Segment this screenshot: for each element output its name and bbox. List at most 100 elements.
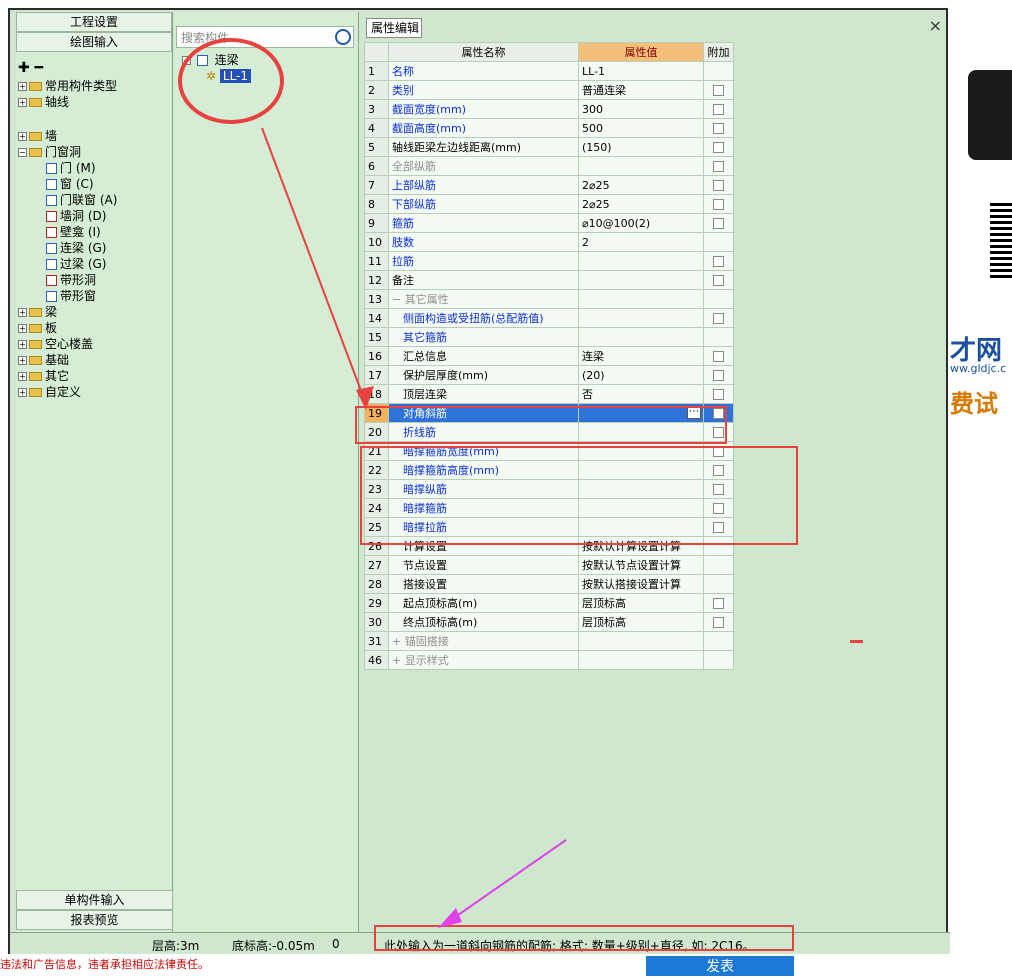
property-value[interactable] [578,156,704,176]
tree-node[interactable]: +其它 [16,368,173,384]
extra-checkbox[interactable] [713,142,724,153]
property-value[interactable]: (150) [578,137,704,157]
tree-node[interactable]: +墙 [16,128,173,144]
property-value[interactable] [578,251,704,271]
property-value[interactable]: 普通连梁 [578,80,704,100]
report-preview-button[interactable]: 报表预览 [16,910,173,930]
tree-node[interactable]: 连梁 (G) [16,240,173,256]
expand-icon[interactable]: + [18,340,27,349]
tree-node[interactable]: +基础 [16,352,173,368]
extra-checkbox[interactable] [713,104,724,115]
tree-node[interactable]: +板 [16,320,173,336]
tree-node[interactable]: 带形洞 [16,272,173,288]
property-value[interactable] [578,308,704,328]
tree-node[interactable]: 墙洞 (D) [16,208,173,224]
property-value[interactable]: 500 [578,118,704,138]
property-value[interactable]: ⋯ [578,403,704,423]
tree-node[interactable]: 带形窗 [16,288,173,304]
property-value[interactable] [578,460,704,480]
extra-checkbox[interactable] [713,218,724,229]
close-icon[interactable]: × [928,16,942,35]
search-icon[interactable] [335,29,351,45]
property-row[interactable]: 31+ 锚固搭接 [364,631,734,651]
expand-icon[interactable]: + [18,82,27,91]
property-value[interactable]: LL-1 [578,61,704,81]
expand-collapse-icon[interactable]: ✚ ━ [18,60,44,76]
tree-node[interactable]: 门联窗 (A) [16,192,173,208]
property-value[interactable]: ⌀10@100(2) [578,213,704,233]
extra-checkbox[interactable] [713,256,724,267]
extra-checkbox[interactable] [713,389,724,400]
property-row[interactable]: 46+ 显示样式 [364,650,734,670]
property-row[interactable]: 13− 其它属性 [364,289,734,309]
extra-checkbox[interactable] [713,180,724,191]
publish-button[interactable]: 发表 [646,956,794,976]
tree-node[interactable]: +空心楼盖 [16,336,173,352]
property-value[interactable]: 2⌀25 [578,194,704,214]
tree-node[interactable]: +梁 [16,304,173,320]
single-component-input-button[interactable]: 单构件输入 [16,890,173,910]
extra-checkbox[interactable] [713,503,724,514]
extra-checkbox[interactable] [713,617,724,628]
project-settings-button[interactable]: 工程设置 [16,12,172,32]
collapse-icon[interactable]: − [18,148,27,157]
extra-checkbox[interactable] [713,313,724,324]
expand-icon[interactable]: + [18,132,27,141]
tab-property-edit[interactable]: 属性编辑 [366,18,422,38]
property-value[interactable]: 2⌀25 [578,175,704,195]
property-value[interactable] [578,517,704,537]
expand-icon[interactable]: + [18,98,27,107]
drawing-input-button[interactable]: 绘图输入 [16,32,172,52]
expand-icon[interactable]: + [18,372,27,381]
extra-checkbox[interactable] [713,408,724,419]
tree-node[interactable]: 壁龛 (I) [16,224,173,240]
property-value[interactable]: 按默认搭接设置计算 [578,574,704,594]
tree-node[interactable]: −门窗洞 [16,144,173,160]
extra-checkbox[interactable] [713,199,724,210]
extra-checkbox[interactable] [713,598,724,609]
tree-node[interactable]: +自定义 [16,384,173,400]
tree-node[interactable]: 门 (M) [16,160,173,176]
tree-node[interactable]: +轴线 [16,94,173,110]
expand-icon[interactable]: + [18,388,27,397]
extra-checkbox[interactable] [713,123,724,134]
extra-checkbox[interactable] [713,351,724,362]
property-value[interactable]: 层顶标高 [578,593,704,613]
ellipsis-button[interactable]: ⋯ [687,406,701,419]
property-value[interactable]: 连梁 [578,346,704,366]
property-value[interactable] [578,289,704,309]
extra-checkbox[interactable] [713,161,724,172]
tree-node[interactable]: 窗 (C) [16,176,173,192]
tree-node[interactable]: 过梁 (G) [16,256,173,272]
extra-checkbox[interactable] [713,275,724,286]
tree-node[interactable]: +常用构件类型 [16,78,173,94]
property-value[interactable] [578,327,704,347]
extra-checkbox[interactable] [713,85,724,96]
expand-icon[interactable]: + [18,356,27,365]
expand-icon[interactable]: + [18,324,27,333]
extra-checkbox[interactable] [713,370,724,381]
extra-checkbox[interactable] [713,427,724,438]
